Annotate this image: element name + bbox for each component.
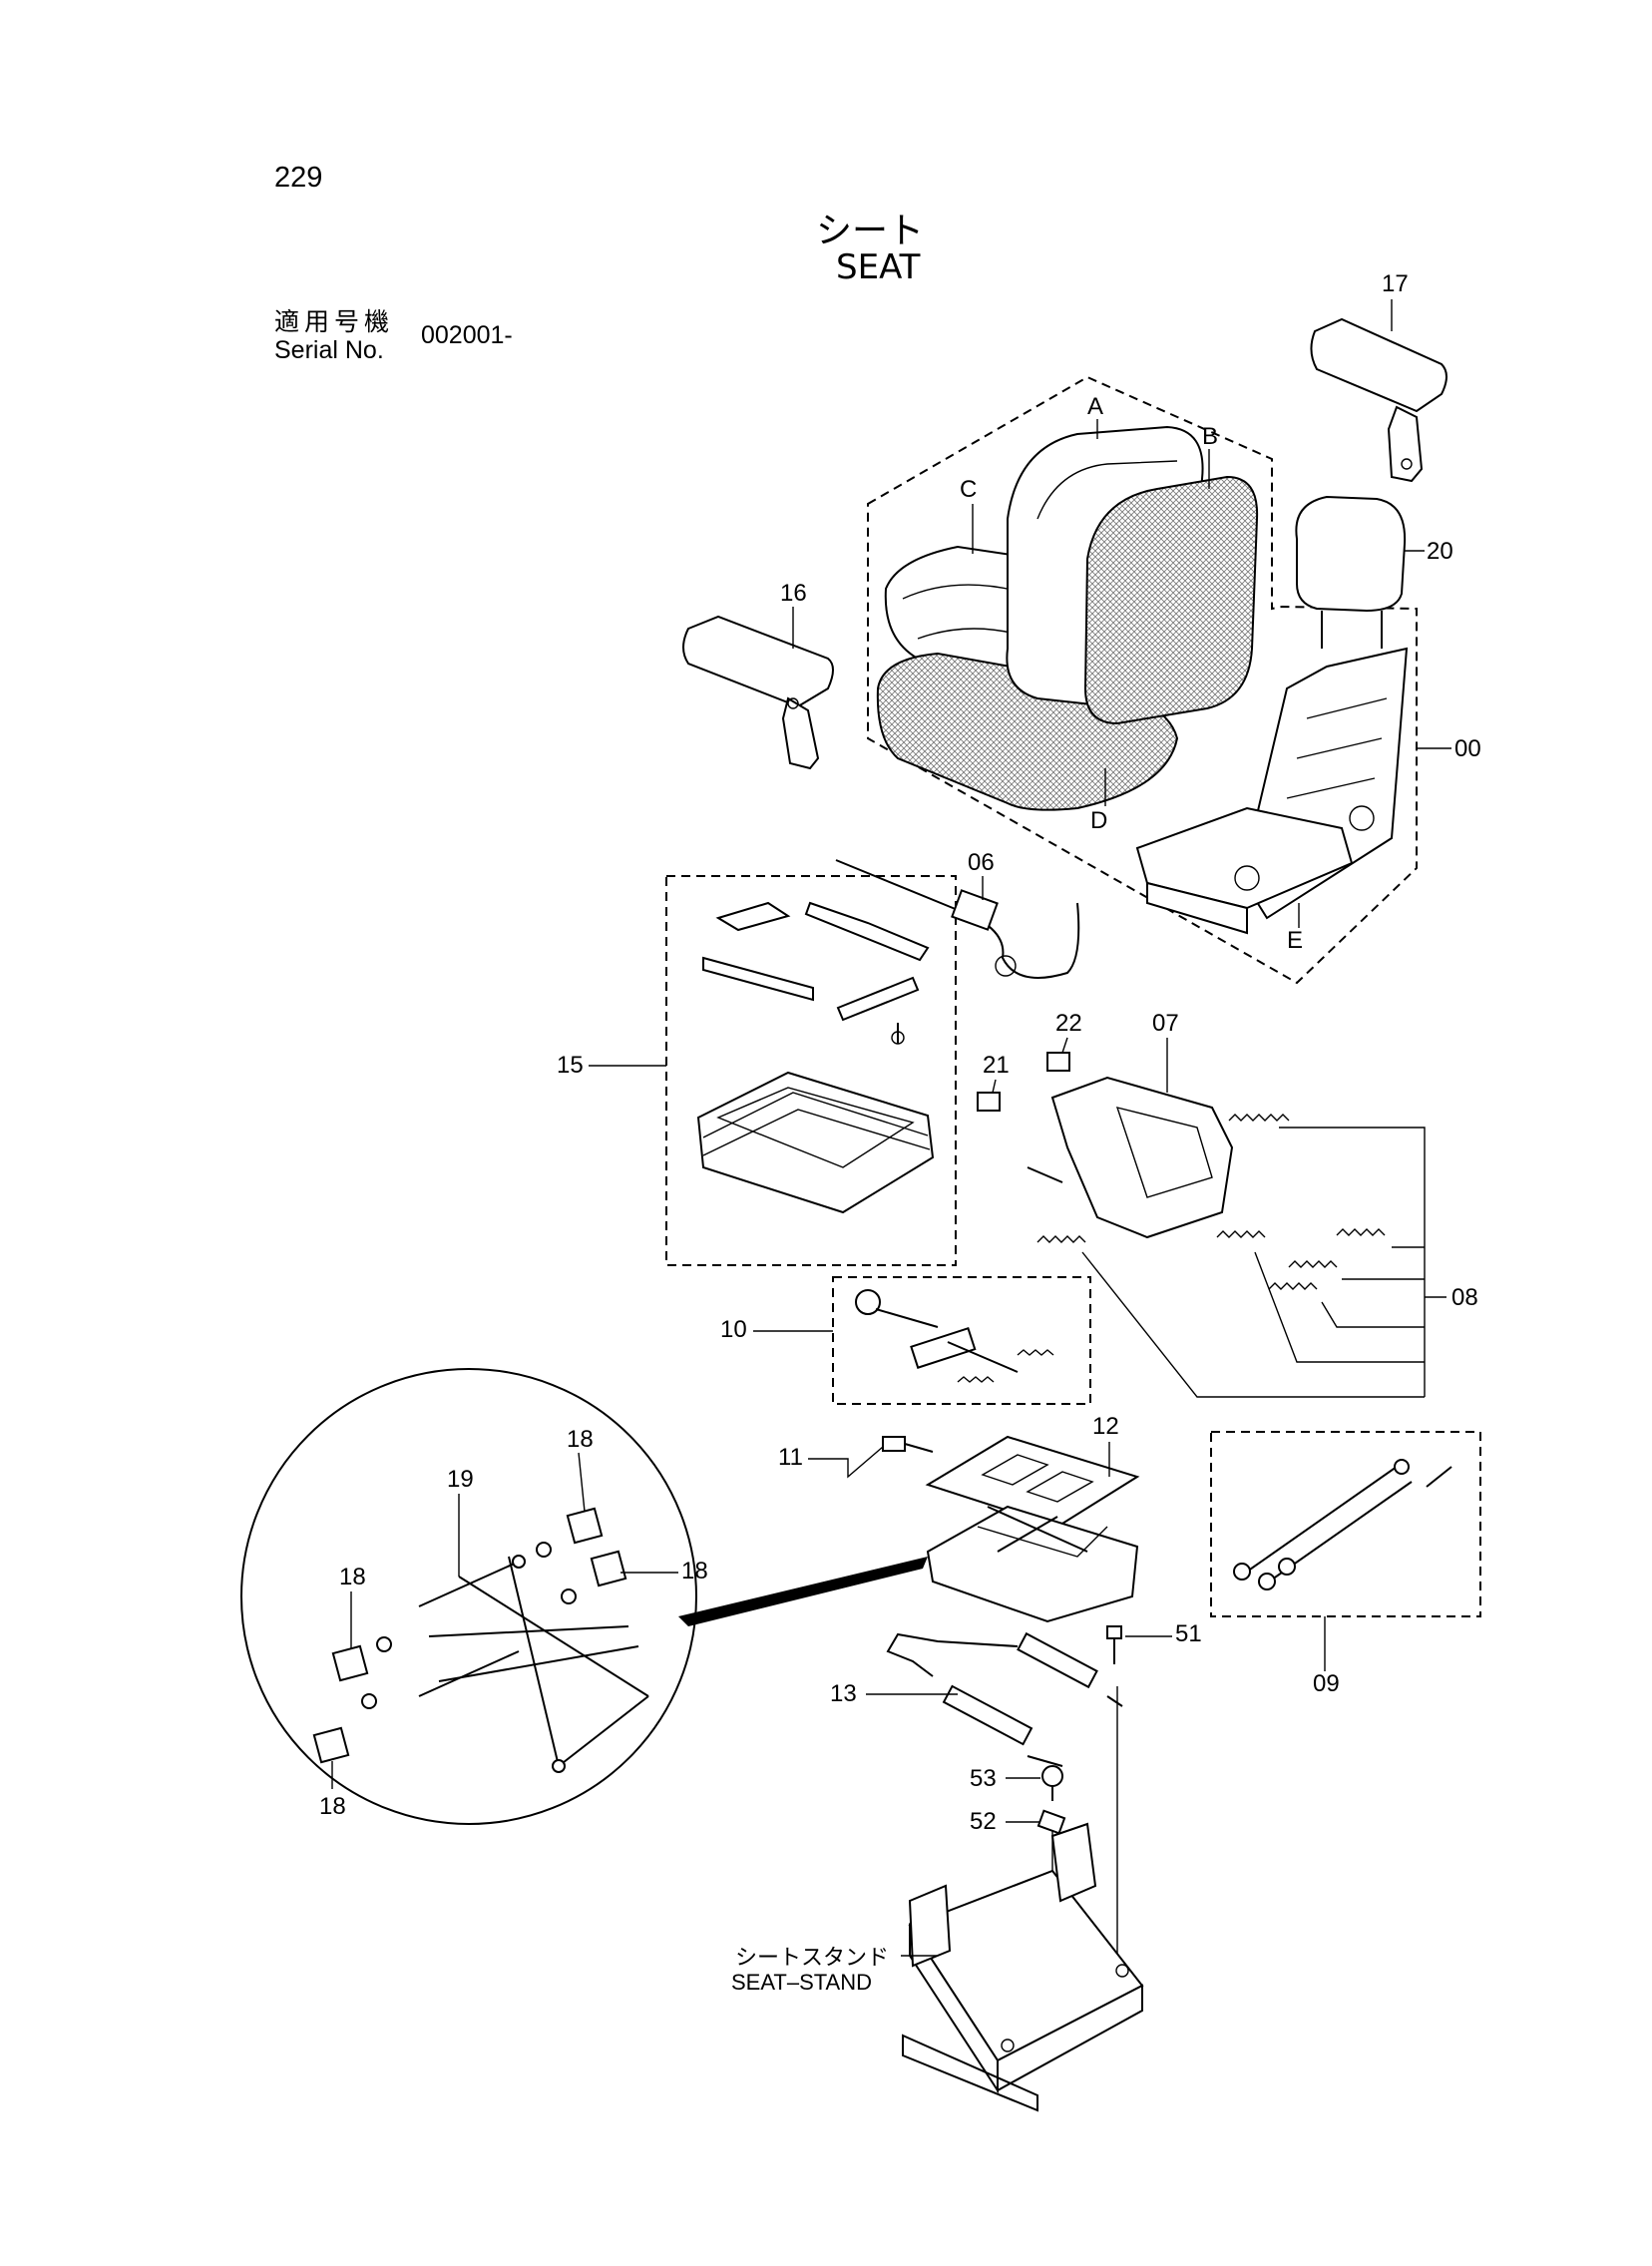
page-number: 229 <box>274 162 323 194</box>
callout-18-top: 18 <box>567 1426 594 1453</box>
callout-18-left: 18 <box>339 1564 366 1590</box>
callout-18-bottom: 18 <box>319 1793 346 1820</box>
scissor-frame-19 <box>418 1555 649 1773</box>
title-japanese: シート <box>816 211 925 251</box>
headrest-20 <box>1295 495 1407 649</box>
callout-00: 00 <box>1454 735 1481 762</box>
seat-stand-label-english: SEAT–STAND <box>731 1970 872 1995</box>
callout-d: D <box>1090 807 1107 834</box>
callout-21: 21 <box>983 1052 1010 1079</box>
callout-51: 51 <box>1175 1620 1202 1647</box>
callout-15: 15 <box>557 1052 584 1079</box>
callout-09: 09 <box>1313 1670 1340 1697</box>
springs-08 <box>1036 1114 1386 1290</box>
slide-rails-15 <box>702 901 930 1045</box>
bolt-53 <box>1041 1765 1063 1801</box>
callout-17: 17 <box>1382 270 1409 297</box>
blocks-18 <box>312 1507 627 1764</box>
serial-label-japanese: 適用号機 <box>274 307 395 336</box>
callout-22: 22 <box>1055 1010 1082 1037</box>
bolt-51 <box>1106 1625 1122 1961</box>
title-english: SEAT <box>836 247 921 287</box>
link-group-09-outline <box>1210 1431 1481 1617</box>
callout-18-right: 18 <box>681 1558 708 1585</box>
part-11 <box>882 1436 934 1453</box>
armrest-17 <box>1310 317 1447 483</box>
callout-13: 13 <box>830 1680 857 1707</box>
callout-16: 16 <box>780 580 807 607</box>
callout-c: C <box>960 476 977 503</box>
callout-12: 12 <box>1092 1413 1119 1440</box>
callout-a: A <box>1087 393 1103 420</box>
callout-06: 06 <box>968 849 995 876</box>
callout-52: 52 <box>970 1808 997 1835</box>
bellows-15 <box>696 1071 935 1214</box>
serial-value: 002001- <box>421 321 513 349</box>
bolt-group-10-outline <box>832 1276 1091 1405</box>
seat-assembly-group-outline <box>867 375 1418 985</box>
callout-08: 08 <box>1451 1284 1478 1311</box>
leader-lines <box>331 299 1451 1957</box>
seat-frame-00 <box>1135 647 1409 935</box>
detail-circle <box>240 1368 697 1825</box>
callout-20: 20 <box>1427 538 1453 565</box>
seat-stand-label-japanese: シートスタンド <box>735 1946 890 1971</box>
link-group-09 <box>1233 1459 1452 1590</box>
part-22 <box>1046 1052 1070 1072</box>
detail-pointer <box>678 1557 928 1626</box>
seat-stand <box>902 1822 1144 2112</box>
bracket-07 <box>1027 1076 1234 1239</box>
callout-07: 07 <box>1152 1010 1179 1037</box>
callout-e: E <box>1287 927 1303 954</box>
callout-11: 11 <box>778 1444 803 1471</box>
part-21 <box>977 1092 1001 1112</box>
serial-label-english: Serial No. <box>274 336 384 364</box>
slide-rail-group-outline <box>665 875 957 1266</box>
callout-53: 53 <box>970 1765 997 1792</box>
cable-06 <box>835 859 1080 979</box>
seat-back-cover-b <box>1083 475 1259 725</box>
callout-19: 19 <box>447 1466 474 1493</box>
suspension-12 <box>925 1435 1140 1623</box>
callout-10: 10 <box>720 1316 747 1343</box>
armrest-16 <box>682 615 834 770</box>
bolt-group-10 <box>855 1289 1054 1383</box>
callout-b: B <box>1202 423 1218 450</box>
bar-13 <box>886 1631 1123 1767</box>
springs-08-leaders <box>1081 1127 1446 1398</box>
